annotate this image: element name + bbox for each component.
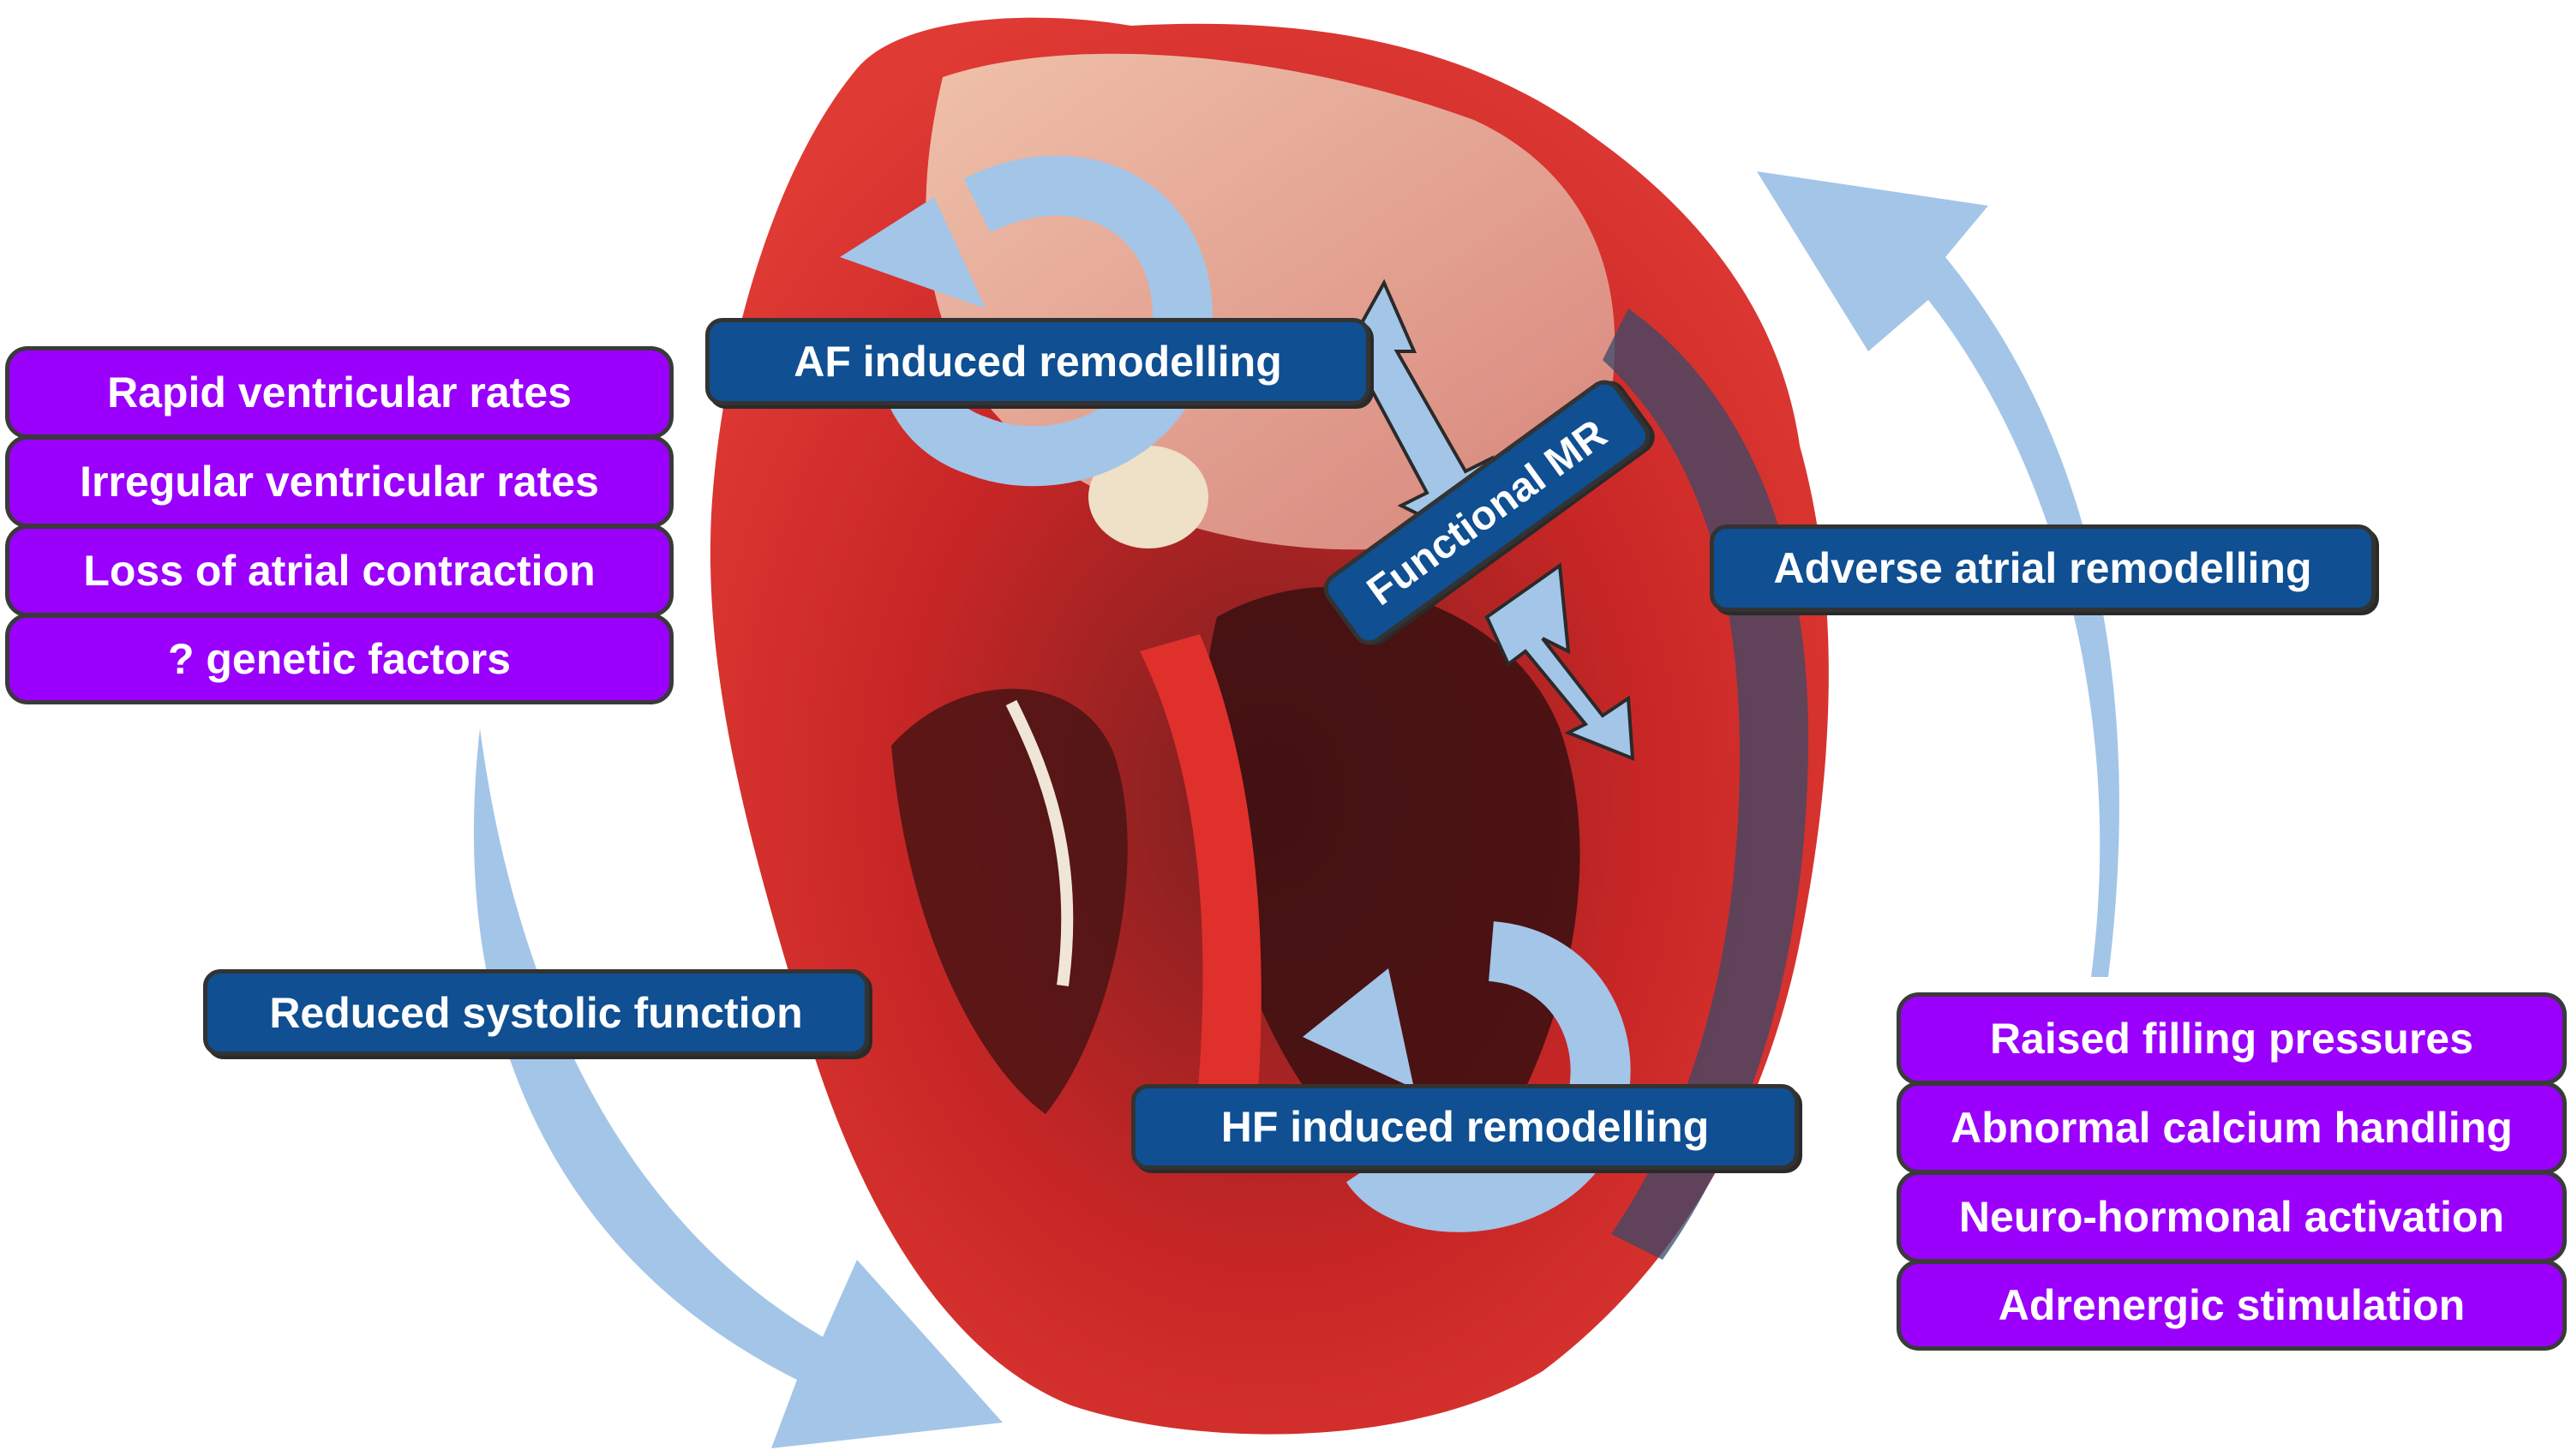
af-cycle-icon	[840, 155, 1214, 487]
reduced-systolic-function-label: Reduced systolic function	[203, 969, 869, 1056]
factor-genetic-factors: ? genetic factors	[5, 614, 674, 704]
left-curve-arrow-icon	[473, 728, 1003, 1448]
factor-loss-of-atrial-contraction: Loss of atrial contraction	[5, 524, 674, 617]
mr-double-arrow-lower-icon	[1484, 562, 1635, 762]
factor-neuro-hormonal-activation: Neuro-hormonal activation	[1897, 1171, 2567, 1263]
septum	[1140, 634, 1262, 1165]
factor-raised-filling-pressures: Raised filling pressures	[1897, 992, 2567, 1085]
adverse-atrial-remodelling-label: Adverse atrial remodelling	[1710, 524, 2376, 612]
factor-rapid-ventricular-rates: Rapid ventricular rates	[5, 346, 674, 439]
ventricle-cavity-right	[1204, 586, 1580, 1200]
af-remodelling-label: AF induced remodelling	[705, 318, 1370, 405]
valve-tissue	[1088, 446, 1208, 548]
factor-abnormal-calcium-handling: Abnormal calcium handling	[1897, 1082, 2567, 1174]
ventricle-cavity-left	[891, 688, 1128, 1114]
chordae	[1005, 699, 1074, 986]
factor-irregular-ventricular-rates: Irregular ventricular rates	[5, 435, 674, 528]
factor-adrenergic-stimulation: Adrenergic stimulation	[1897, 1260, 2567, 1351]
hf-remodelling-label: HF induced remodelling	[1131, 1084, 1799, 1170]
